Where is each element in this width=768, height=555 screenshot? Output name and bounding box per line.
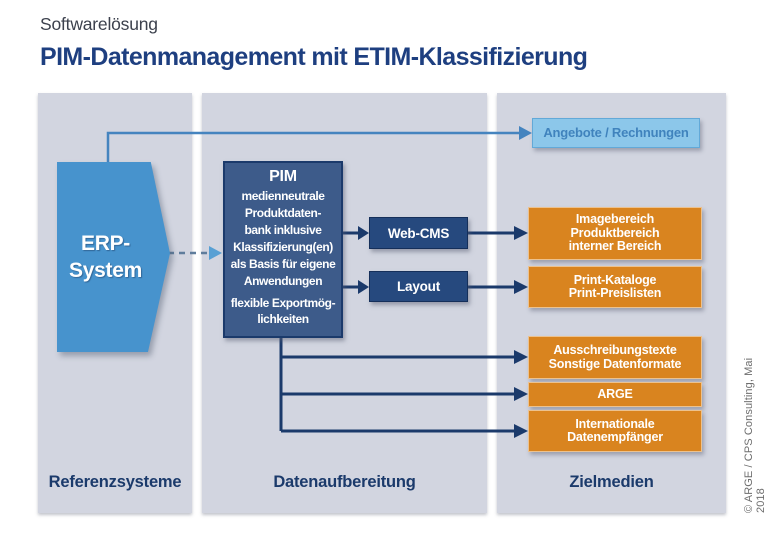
- target-arge: ARGE: [528, 382, 702, 407]
- column-label-referenzsysteme: Referenzsysteme: [48, 473, 182, 491]
- column-label-datenaufbereitung: Datenaufbereitung: [273, 473, 416, 491]
- erp-label: ERP- System: [69, 232, 142, 282]
- eyebrow-label: Softwarelösung: [40, 14, 158, 34]
- target-internationale-datenempfaenger: Internationale Datenempfänger: [528, 410, 702, 452]
- copyright-vertical-text: © ARGE / CPS Consulting, Mai 2018: [743, 357, 767, 513]
- pim-body-text: medienneutrale Produktdaten- bank inklus…: [230, 189, 336, 288]
- target-angebote-rechnungen: Angebote / Rechnungen: [532, 118, 700, 148]
- layout-node: Layout: [369, 271, 468, 302]
- pim-node: PIM medienneutrale Produktdaten- bank in…: [223, 161, 343, 338]
- page-title: PIM-Datenmanagement mit ETIM-Klassifizie…: [40, 43, 588, 71]
- target-ausschreibungstexte: Ausschreibungstexte Sonstige Datenformat…: [528, 336, 702, 379]
- target-imagebereich: Imagebereich Produktbereich interner Ber…: [528, 207, 702, 260]
- pim-title: PIM: [269, 168, 297, 185]
- column-label-zielmedien: Zielmedien: [569, 473, 654, 491]
- webcms-node: Web-CMS: [369, 217, 468, 249]
- erp-node: ERP- System: [57, 162, 170, 352]
- target-print-kataloge: Print-Kataloge Print-Preislisten: [528, 266, 702, 308]
- pim-footer-text: flexible Exportmög- lichkeiten: [230, 296, 336, 326]
- erp-shape: ERP- System: [57, 162, 170, 352]
